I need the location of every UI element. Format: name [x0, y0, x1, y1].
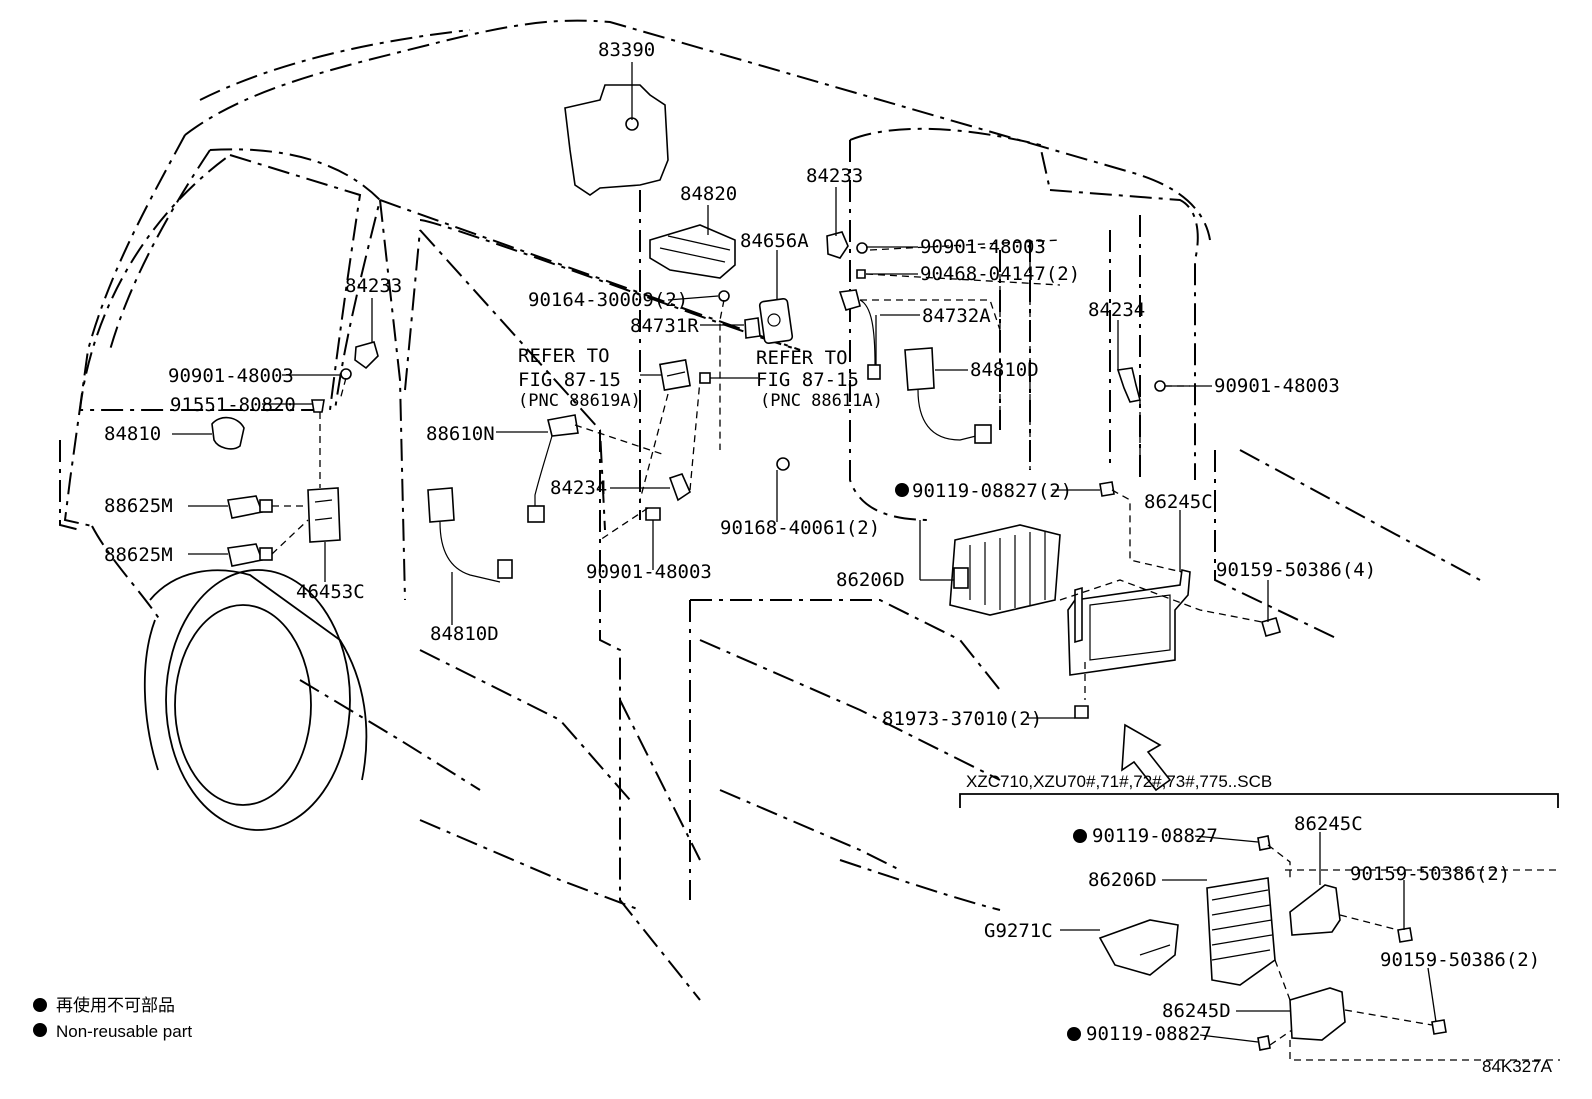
part-84234-mid-shape	[668, 473, 692, 502]
part-84732A-shape	[838, 289, 861, 311]
inset-label-90119-top: 90119-08827	[1092, 825, 1218, 847]
label-90164: 90164-30009(2)	[528, 289, 688, 311]
non-reusable-marker-icon	[1067, 1027, 1081, 1041]
view-arrow-icon	[1121, 723, 1172, 792]
label-84810: 84810	[104, 423, 161, 445]
part-84810D-right-shape	[904, 347, 935, 391]
inset-part-G9271C-shape	[1098, 919, 1179, 976]
refer-left-line1: REFER TO	[518, 345, 610, 367]
non-reusable-marker-icon	[895, 483, 909, 497]
label-90901-top: 90901-48003	[920, 236, 1046, 258]
inset-label-86245C: 86245C	[1294, 813, 1363, 835]
label-90901-right: 90901-48003	[1214, 375, 1340, 397]
label-90119-main: 90119-08827(2)	[912, 480, 1072, 502]
inset-label-86206D: 86206D	[1088, 869, 1157, 891]
label-84820: 84820	[680, 183, 737, 205]
part-46453C-shape	[307, 487, 341, 543]
part-84233-top-shape	[826, 231, 849, 259]
label-83390: 83390	[598, 39, 655, 61]
vehicle-body-outline	[59, 19, 1481, 1001]
part-84233-left-shape	[354, 341, 379, 370]
part-84810D-left-shape	[427, 487, 455, 523]
inset-label-90119-bottom: 90119-08827	[1086, 1023, 1212, 1045]
legend-dot-icon	[33, 998, 47, 1012]
label-84732A: 84732A	[922, 305, 991, 327]
label-84234-right: 84234	[1088, 299, 1145, 321]
label-46453C: 46453C	[296, 581, 365, 603]
front-wheel	[143, 569, 368, 831]
refer-right-line1: REFER TO	[756, 347, 848, 369]
part-83390-shape	[564, 84, 669, 196]
non-reusable-marker-icon	[1073, 829, 1087, 843]
label-84233-left: 84233	[345, 275, 402, 297]
inset-variant-box	[959, 793, 1560, 1061]
refer-right-line3: (PNC 88611A)	[760, 391, 883, 411]
refer-left-line2: FIG 87-15	[518, 369, 621, 391]
inset-part-86245D-shape	[1289, 987, 1346, 1041]
part-88625M-2-shape	[227, 543, 264, 567]
inset-part-86245C-shape	[1289, 884, 1341, 936]
refer-right-line2: FIG 87-15	[756, 369, 859, 391]
leader-lines	[172, 62, 1437, 1043]
label-84656A: 84656A	[740, 230, 809, 252]
diagram-id: 84K327A	[1482, 1057, 1553, 1076]
label-88625M-1: 88625M	[104, 495, 173, 517]
part-84234-right-shape	[1116, 367, 1141, 403]
part-86206D-main-shape	[949, 524, 1061, 616]
part-86245C-main-shape	[1067, 569, 1191, 676]
legend-japanese: 再使用不可部品	[56, 995, 175, 1015]
label-86245C-main: 86245C	[1144, 491, 1213, 513]
part-84656A-shape	[758, 297, 794, 345]
label-81973: 81973-37010(2)	[882, 708, 1042, 730]
label-84810D-left: 84810D	[430, 623, 499, 645]
label-84234-mid: 84234	[550, 477, 607, 499]
inset-label-G9271C: G9271C	[984, 920, 1053, 942]
legend-dot-icon	[33, 1023, 47, 1037]
part-84810-shape	[211, 416, 245, 450]
label-90901-mid: 90901-48003	[586, 561, 712, 583]
label-90901-left: 90901-48003	[168, 365, 294, 387]
legend-english: Non-reusable part	[56, 1022, 192, 1041]
label-90159-main: 90159-50386(4)	[1216, 559, 1376, 581]
callout-labels: 83390 84820 84233 84656A 90901-48003 904…	[56, 39, 1553, 1076]
part-88625M-1-shape	[227, 495, 264, 519]
label-84731R: 84731R	[630, 315, 699, 337]
inset-label-86245D: 86245D	[1162, 1000, 1231, 1022]
refer-left-line3: (PNC 88619A)	[518, 391, 641, 411]
inset-part-86206D-shape	[1206, 877, 1276, 986]
part-88610N-shape	[547, 414, 579, 437]
inset-label-90159-a: 90159-50386(2)	[1350, 863, 1510, 885]
label-84233-top: 84233	[806, 165, 863, 187]
label-90468: 90468-04147(2)	[920, 263, 1080, 285]
label-88610N: 88610N	[426, 423, 495, 445]
label-90168: 90168-40061(2)	[720, 517, 880, 539]
inset-label-90159-b: 90159-50386(2)	[1380, 949, 1540, 971]
label-91551: 91551-80820	[170, 394, 296, 416]
part-shapes	[211, 84, 1281, 792]
label-86206D-main: 86206D	[836, 569, 905, 591]
inset-title: XZC710,XZU70#,71#,72#,73#,775..SCB	[966, 772, 1272, 791]
label-88625M-2: 88625M	[104, 544, 173, 566]
label-84810D-right: 84810D	[970, 359, 1039, 381]
part-88619-shape	[659, 359, 691, 391]
part-84820-shape	[649, 224, 736, 279]
part-84731R-shape	[744, 317, 761, 339]
